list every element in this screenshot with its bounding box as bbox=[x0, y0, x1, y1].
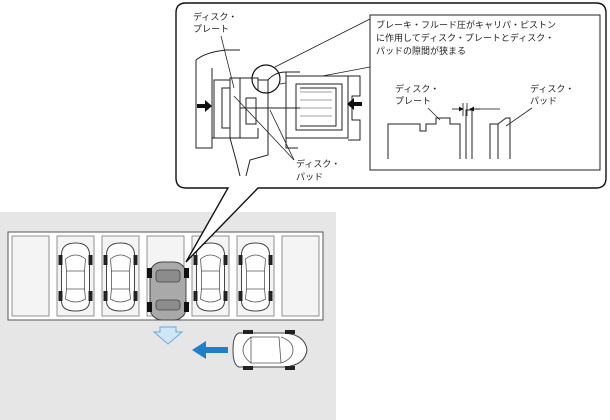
approach-direction-arrow-icon bbox=[192, 341, 228, 359]
wheel-icon bbox=[147, 302, 152, 312]
reverse-direction-arrow-icon bbox=[152, 326, 184, 345]
brake-caliper-section bbox=[195, 49, 361, 177]
pressure-arrow-left-icon bbox=[347, 98, 362, 110]
note-line-2: に作用してディスク・プレートとディスク・ bbox=[376, 32, 554, 44]
pressure-arrow-right-icon bbox=[197, 100, 212, 112]
parked-car bbox=[103, 242, 138, 312]
parking-slot bbox=[11, 235, 50, 317]
disc-pad-label: ディスク・ bbox=[296, 158, 340, 170]
note-line-3: パッドの隙間が狭まる bbox=[376, 45, 466, 57]
parking-slot bbox=[281, 235, 320, 317]
disc-plate-label: ディスク・ bbox=[193, 11, 237, 23]
detail-pad-leader bbox=[505, 107, 533, 127]
note-line-1: ブレーキ・フルード圧がキャリパ・ピストン bbox=[376, 19, 556, 31]
detail-plate-label: ディスク・ bbox=[395, 83, 439, 95]
parked-cars bbox=[58, 242, 273, 312]
detail-pad-label-2: パッド bbox=[530, 96, 557, 107]
wheel-icon bbox=[285, 330, 295, 334]
parked-car bbox=[58, 242, 93, 312]
disc-plate-label-2: プレート bbox=[193, 24, 229, 35]
detail-plate-label-2: プレート bbox=[395, 96, 431, 107]
detail-pad-label: ディスク・ bbox=[530, 83, 574, 95]
wheel-icon bbox=[243, 330, 253, 334]
wheel-icon bbox=[184, 302, 189, 312]
detail-note-box bbox=[369, 14, 601, 171]
disc-plate-leader bbox=[220, 35, 235, 89]
approaching-car bbox=[232, 330, 308, 370]
wheel-icon bbox=[243, 366, 253, 370]
zoom-circle bbox=[251, 64, 281, 94]
wheel-icon bbox=[285, 366, 295, 370]
disc-pad-label-2: パッド bbox=[296, 172, 323, 183]
parked-car bbox=[238, 242, 273, 312]
disc-pad-leader-2 bbox=[269, 109, 295, 161]
wheel-icon bbox=[184, 268, 189, 278]
disc-pad-leader-1 bbox=[233, 95, 295, 161]
detail-plate-leader bbox=[427, 107, 441, 121]
wheel-icon bbox=[147, 268, 152, 278]
piston-hatch bbox=[300, 91, 332, 117]
gap-detail-drawing bbox=[387, 109, 511, 159]
parked-car bbox=[193, 242, 228, 312]
highlight-car bbox=[147, 261, 189, 321]
zoom-leader-top bbox=[274, 18, 371, 68]
